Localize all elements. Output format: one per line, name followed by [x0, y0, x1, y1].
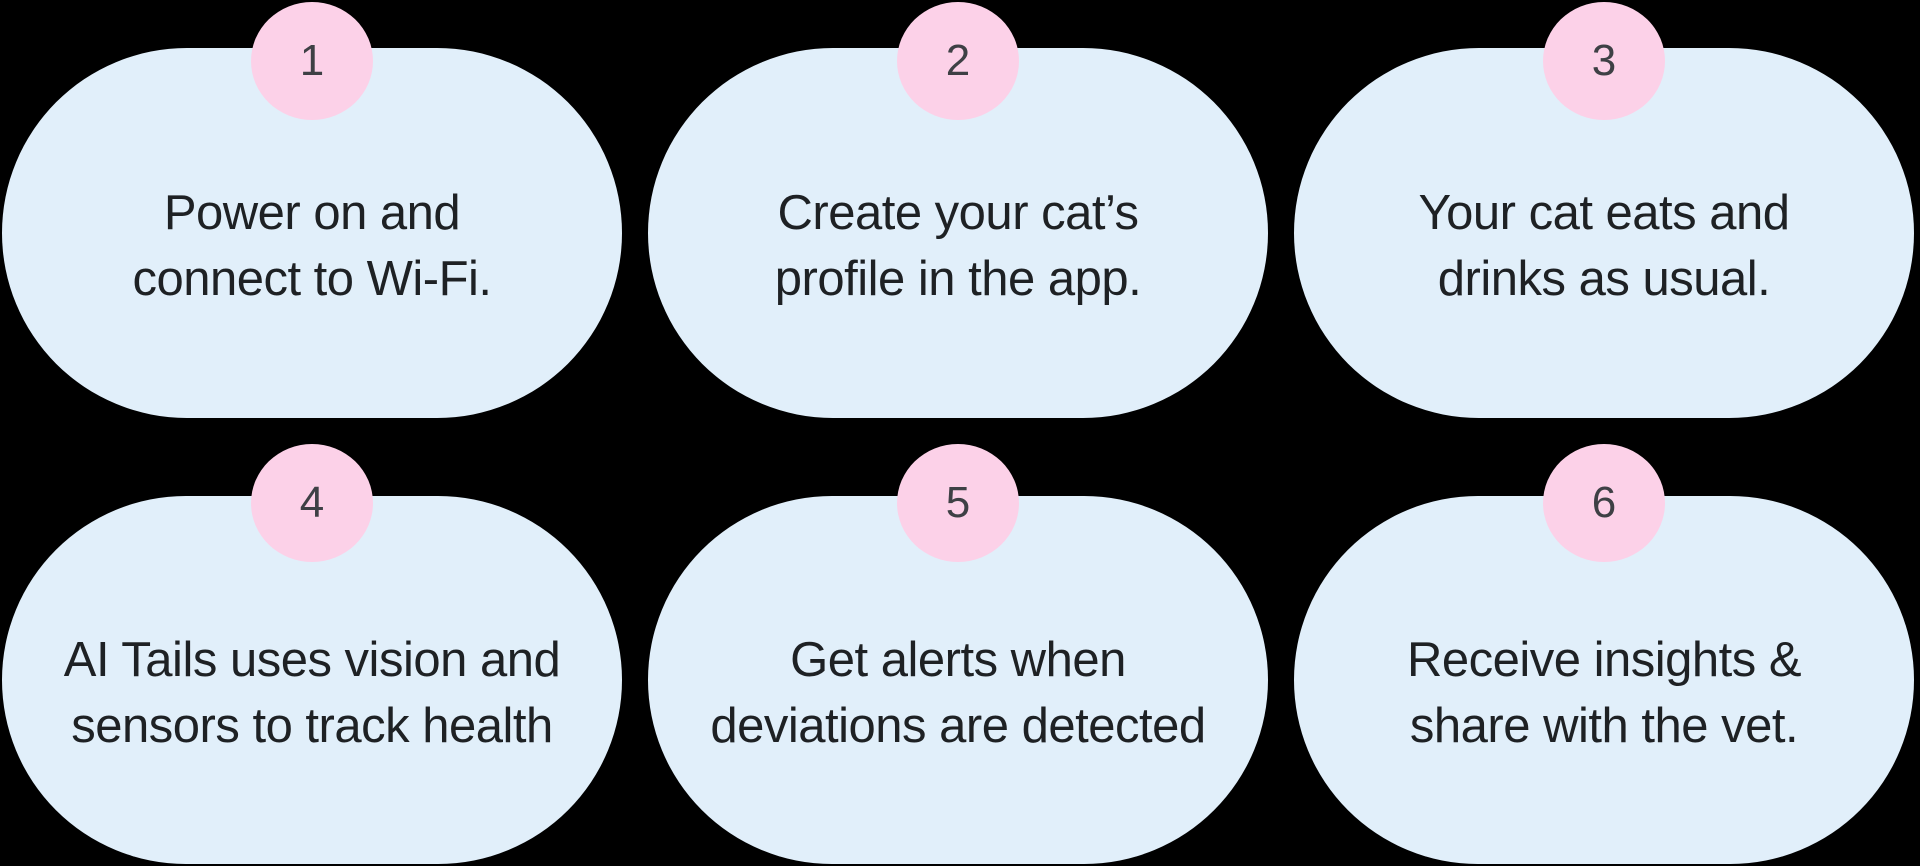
step-1: Power on and connect to Wi-Fi. 1	[2, 0, 622, 866]
step-number-badge: 2	[897, 2, 1019, 120]
step-5-bubble: Get alerts when deviations are detected	[648, 496, 1268, 864]
step-number: 4	[299, 478, 325, 527]
step-text-line: Power on and	[163, 186, 461, 240]
step-text-line: drinks as usual.	[1437, 252, 1771, 306]
step-text-line: sensors to track health	[71, 699, 553, 753]
step-number: 1	[299, 36, 325, 85]
step-text-line: deviations are detected	[710, 699, 1206, 753]
step-text-line: connect to Wi-Fi.	[132, 252, 492, 306]
step-text-line: Get alerts when	[790, 633, 1126, 687]
step-text-line: AI Tails uses vision and	[63, 633, 561, 687]
step-text-line: Your cat eats and	[1418, 186, 1790, 240]
step-6: Receive insights & share with the vet. 6	[1294, 0, 1914, 866]
step-number: 6	[1591, 478, 1617, 527]
step-text-line: Create your cat’s	[777, 186, 1140, 240]
step-number: 2	[945, 36, 971, 85]
step-number: 5	[945, 478, 971, 527]
step-number-badge: 6	[1543, 444, 1665, 562]
step-2: Create your cat’s profile in the app. 2	[648, 0, 1268, 866]
step-3: Your cat eats and drinks as usual. 3	[1294, 0, 1914, 866]
step-number-badge: 3	[1543, 2, 1665, 120]
step-5: Get alerts when deviations are detected …	[648, 0, 1268, 866]
step-4: AI Tails uses vision and sensors to trac…	[2, 0, 622, 866]
step-number-badge: 1	[251, 2, 373, 120]
step-number-badge: 5	[897, 444, 1019, 562]
step-text-line: share with the vet.	[1409, 699, 1799, 753]
step-text-line: Receive insights &	[1406, 633, 1802, 687]
step-number-badge: 4	[251, 444, 373, 562]
step-text-line: profile in the app.	[774, 252, 1142, 306]
step-number: 3	[1591, 36, 1617, 85]
